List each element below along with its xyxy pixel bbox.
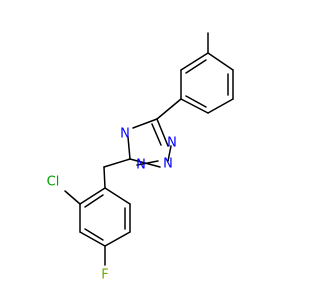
bond: [64, 190, 81, 205]
bond: [127, 136, 131, 160]
atom-label-n: N: [167, 136, 177, 151]
bond: [103, 158, 131, 168]
bond: [103, 166, 106, 189]
atom-label-f: F: [101, 268, 108, 283]
bond: [84, 228, 104, 241]
bond: [132, 118, 158, 129]
bond: [156, 118, 169, 147]
bond: [136, 160, 159, 166]
atom-label-n: N: [120, 127, 130, 142]
bond: [151, 123, 162, 146]
bond: [104, 231, 131, 247]
bond: [180, 98, 209, 114]
tetrazole-ring: [127, 118, 172, 168]
atom-label-n: N: [136, 158, 146, 173]
bond: [79, 187, 106, 205]
bond: [180, 52, 209, 71]
bond: [185, 95, 207, 108]
bond: [79, 231, 106, 247]
bond: [207, 52, 234, 71]
bond: [167, 145, 172, 162]
tolyl-ring: [180, 32, 234, 114]
molecule-diagram: N N N N Cl F: [47, 32, 234, 283]
bond: [207, 98, 234, 114]
structure-canvas: N N N N Cl F: [47, 32, 234, 283]
bond: [156, 98, 182, 120]
chlorofluorophenyl-ring: [79, 187, 131, 247]
bond: [104, 187, 131, 205]
bond: [185, 59, 207, 74]
atom-label-n: N: [163, 157, 173, 172]
bond: [84, 194, 104, 208]
atom-label-cl: Cl: [47, 175, 60, 190]
